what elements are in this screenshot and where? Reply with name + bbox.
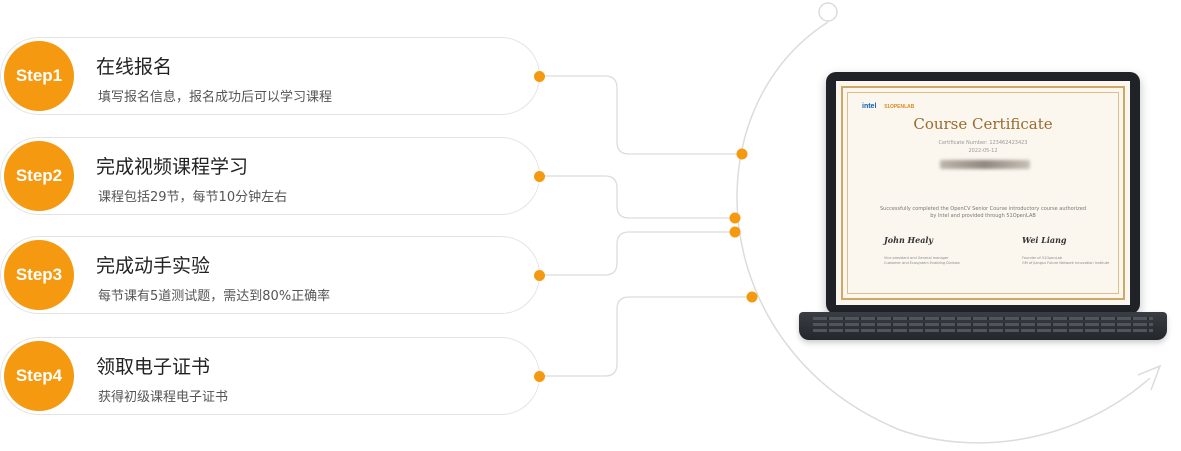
certificate-border	[841, 86, 1125, 300]
step-card-2: Step2 完成视频课程学习 课程包括29节，每节10分钟左右	[0, 137, 545, 215]
progress-arc	[736, 21, 1151, 444]
certificate-statement-2: by Intel and provided through 51OpenLAB	[930, 213, 1036, 219]
step-badge: Step2	[4, 141, 74, 211]
step-dot	[534, 270, 545, 281]
connector-step1	[540, 75, 742, 155]
step-title: 完成动手实验	[96, 255, 211, 277]
step-title: 在线报名	[96, 56, 173, 78]
step-badge: Step1	[4, 41, 74, 111]
blurred-recipient-name	[940, 160, 1030, 169]
arc-dot-4	[746, 291, 758, 303]
connector-step4	[540, 296, 752, 377]
certificate-statement: Successfully completed the OpenCV Senior…	[880, 206, 1086, 212]
intel-logo: intel	[862, 103, 877, 110]
step-description: 填写报名信息，报名成功后可以学习课程	[98, 90, 333, 105]
step-description: 每节课有5道测试题，需达到80%正确率	[98, 289, 331, 304]
step-badge: Step4	[4, 341, 74, 411]
arrow-head-icon	[1137, 364, 1162, 391]
certificate-screen: intel 51OPENLAB Course Certificate Certi…	[836, 81, 1130, 305]
step-description: 课程包括29节，每节10分钟左右	[98, 190, 288, 205]
tablet-device: intel 51OPENLAB Course Certificate Certi…	[826, 72, 1140, 314]
step-description: 获得初级课程电子证书	[98, 390, 229, 405]
key-row	[813, 329, 1153, 332]
step-title: 完成视频课程学习	[96, 156, 249, 178]
keyboard-cover	[799, 312, 1167, 340]
certificate-date: 2022-05-12	[968, 148, 998, 154]
arc-dot-3	[729, 226, 741, 238]
signer1-division: Customer and Ecosystem Enabling Division	[884, 261, 961, 265]
step-card-3: Step3 完成动手实验 每节课有5道测试题，需达到80%正确率	[0, 236, 545, 314]
key-row	[813, 317, 1153, 320]
step-title: 领取电子证书	[96, 356, 211, 378]
openlab-logo: 51OPENLAB	[884, 103, 915, 110]
signer2-role: Founder of 51OpenLab	[1022, 256, 1062, 260]
certificate-title: Course Certificate	[913, 115, 1053, 133]
step-dot	[534, 71, 545, 82]
step-dot	[534, 171, 545, 182]
step-dot	[534, 371, 545, 382]
arc-start-circle	[818, 2, 838, 22]
signer1-role: Vice president and General manager	[884, 256, 949, 260]
connector-step3	[540, 231, 735, 276]
certificate-logos: intel 51OPENLAB	[862, 103, 914, 110]
certificate-number: Certificate Number: 123462423423	[938, 140, 1028, 146]
signature-2: Wei Liang	[1022, 235, 1067, 245]
signer2-division: GM of Jiangsu Future Network Innovation …	[1022, 261, 1110, 265]
arc-dot-1	[736, 148, 748, 160]
arc-dot-2	[729, 212, 741, 224]
step-card-4: Step4 领取电子证书 获得初级课程电子证书	[0, 337, 545, 415]
step-badge: Step3	[4, 240, 74, 310]
signature-1: John Healy	[884, 235, 934, 245]
connector-step2	[540, 175, 735, 219]
key-row	[813, 323, 1153, 326]
step-card-1: Step1 在线报名 填写报名信息，报名成功后可以学习课程	[0, 37, 545, 115]
